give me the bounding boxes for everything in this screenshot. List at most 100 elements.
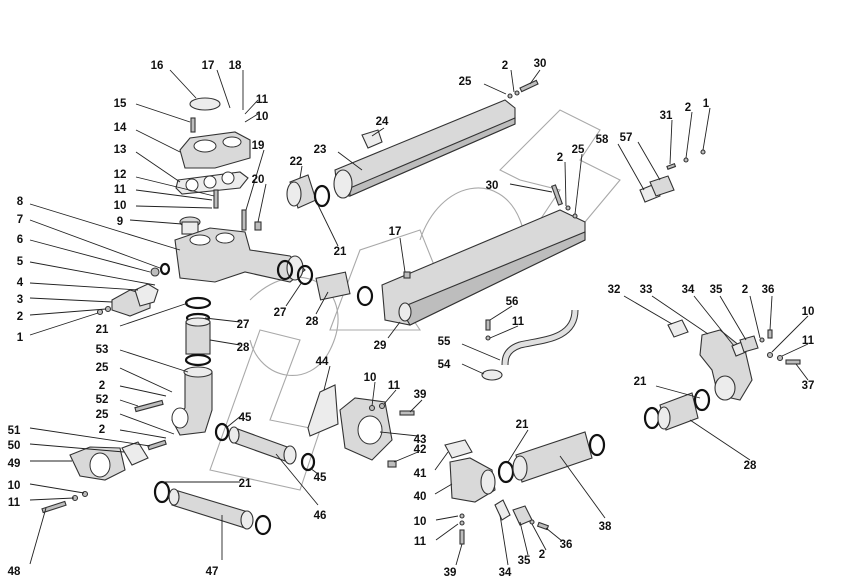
callout-label-1: 1 [17, 332, 24, 344]
callout-label-45: 45 [239, 412, 252, 424]
nut-1b [700, 149, 706, 155]
plug-20 [254, 221, 262, 231]
bolt-36b [767, 329, 773, 339]
callout-label-5: 5 [17, 256, 24, 268]
callout-label-11: 11 [512, 316, 525, 328]
leader-line-13 [135, 151, 181, 183]
bolt-12 [213, 189, 219, 209]
leader-line-42 [393, 451, 419, 463]
callout-label-28: 28 [744, 460, 757, 472]
leader-line-21 [317, 204, 339, 247]
leader-line-24 [371, 127, 385, 137]
callout-label-2: 2 [17, 311, 23, 323]
callout-label-13: 13 [114, 144, 127, 156]
leader-line-2 [749, 295, 761, 339]
callout-label-35: 35 [710, 284, 723, 296]
leader-line-10 [371, 381, 376, 407]
callout-label-49: 49 [8, 458, 21, 470]
bolt-52 [134, 399, 164, 413]
callout-label-11: 11 [388, 380, 401, 392]
callout-label-11: 11 [414, 536, 427, 548]
stud-19 [241, 209, 247, 231]
callout-label-17: 17 [389, 226, 402, 238]
callout-label-51: 51 [8, 425, 21, 437]
leader-line-17 [216, 69, 231, 109]
leader-line-12 [135, 176, 215, 197]
callout-label-30: 30 [486, 180, 499, 192]
callout-label-2: 2 [99, 380, 105, 392]
callout-label-32: 32 [608, 284, 621, 296]
leader-line-28 [689, 419, 751, 461]
leader-line-5 [29, 261, 156, 286]
plug-42 [387, 460, 397, 468]
thermostat-housing-8 [174, 227, 306, 283]
callout-label-21: 21 [334, 246, 347, 258]
cover-35b [739, 335, 759, 353]
bolt-39a [399, 410, 415, 416]
callout-label-11: 11 [114, 184, 127, 196]
stud-15 [190, 117, 196, 133]
elbow-40 [449, 457, 496, 503]
o-ring-21h [497, 460, 515, 484]
bolt-36a [536, 521, 550, 531]
callout-label-33: 33 [640, 284, 653, 296]
leader-line-2 [685, 111, 693, 159]
plug-17b [403, 271, 411, 279]
callout-label-15: 15 [114, 98, 127, 110]
callout-label-29: 29 [374, 340, 387, 352]
callout-label-9: 9 [117, 216, 123, 228]
leader-line-40 [434, 483, 453, 495]
tube-46 [228, 426, 297, 465]
leader-line-35 [519, 521, 529, 556]
callout-label-53: 53 [96, 344, 109, 356]
leader-line-2 [564, 161, 567, 207]
leader-line-11 [383, 389, 397, 405]
leader-line-51 [29, 427, 151, 447]
leader-line-44 [323, 365, 331, 391]
plug-6 [150, 267, 160, 277]
leader-line-25 [483, 83, 507, 95]
leader-line-53 [119, 349, 189, 373]
gasket-32 [667, 319, 689, 338]
bolt-39b [459, 529, 465, 545]
gasket-34a [494, 499, 511, 521]
ring-7 [159, 262, 171, 276]
callout-label-44: 44 [316, 356, 329, 368]
leader-line-34 [499, 514, 509, 566]
callout-label-38: 38 [599, 521, 612, 533]
manifold-23 [333, 99, 516, 199]
leader-line-36 [545, 527, 563, 542]
callout-label-18: 18 [229, 60, 242, 72]
gasket-13 [175, 171, 249, 195]
leader-line-35 [719, 295, 747, 341]
callout-label-24: 24 [376, 116, 389, 128]
leader-line-10 [135, 205, 213, 209]
callout-label-10: 10 [114, 200, 127, 212]
cover-35a [512, 505, 533, 526]
callout-label-37: 37 [802, 380, 815, 392]
washer-2b [514, 90, 520, 96]
washer-25b [572, 213, 578, 219]
leader-line-28 [209, 339, 241, 346]
leader-line-55 [461, 343, 501, 361]
leader-line-41 [434, 451, 449, 471]
callout-label-21: 21 [96, 324, 109, 336]
tube-38 [512, 431, 593, 483]
nut-1a [96, 308, 104, 316]
leader-line-1 [29, 312, 99, 336]
callout-label-8: 8 [17, 196, 24, 208]
leader-line-7 [29, 219, 161, 269]
callout-label-20: 20 [252, 174, 265, 186]
callout-label-48: 48 [8, 566, 21, 578]
washer-11f [459, 520, 465, 526]
thermostat-9 [179, 216, 201, 235]
callout-label-17: 17 [202, 60, 215, 72]
callout-label-23: 23 [314, 144, 327, 156]
leader-line-39 [455, 543, 463, 566]
washer-2g [683, 157, 689, 163]
o-ring-45b [300, 452, 316, 472]
leader-line-2 [29, 308, 107, 316]
leader-line-21 [119, 302, 189, 327]
pipe-28c [657, 392, 699, 431]
leader-line-11 [435, 523, 459, 541]
